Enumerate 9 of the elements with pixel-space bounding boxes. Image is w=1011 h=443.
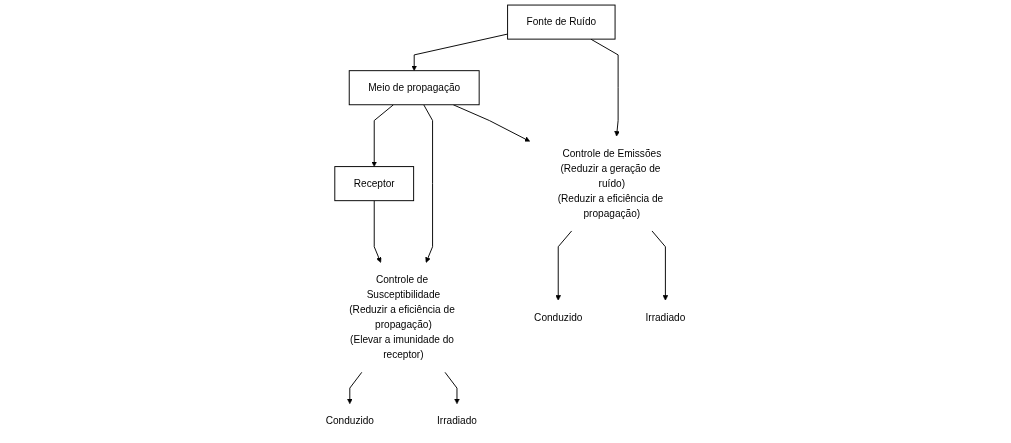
node-text: Controle de Susceptibilidade (Reduzir a eficiência de propagação) (Elevar a imunidade do receptor) (349, 273, 455, 361)
node-text: Conduzido (325, 415, 374, 426)
node-text: Irradiado (437, 415, 477, 426)
node-text: Controle de Emissões (Reduzir a geração de ruído) (Reduzir a eficiência de propagação) (557, 147, 664, 219)
node-box: Receptor (334, 166, 415, 202)
node-box: Fonte de Ruído (507, 4, 616, 40)
node-box: Meio de propagação (348, 70, 480, 106)
node-text: Irradiado (645, 311, 686, 323)
node-text: Conduzido (534, 311, 583, 323)
